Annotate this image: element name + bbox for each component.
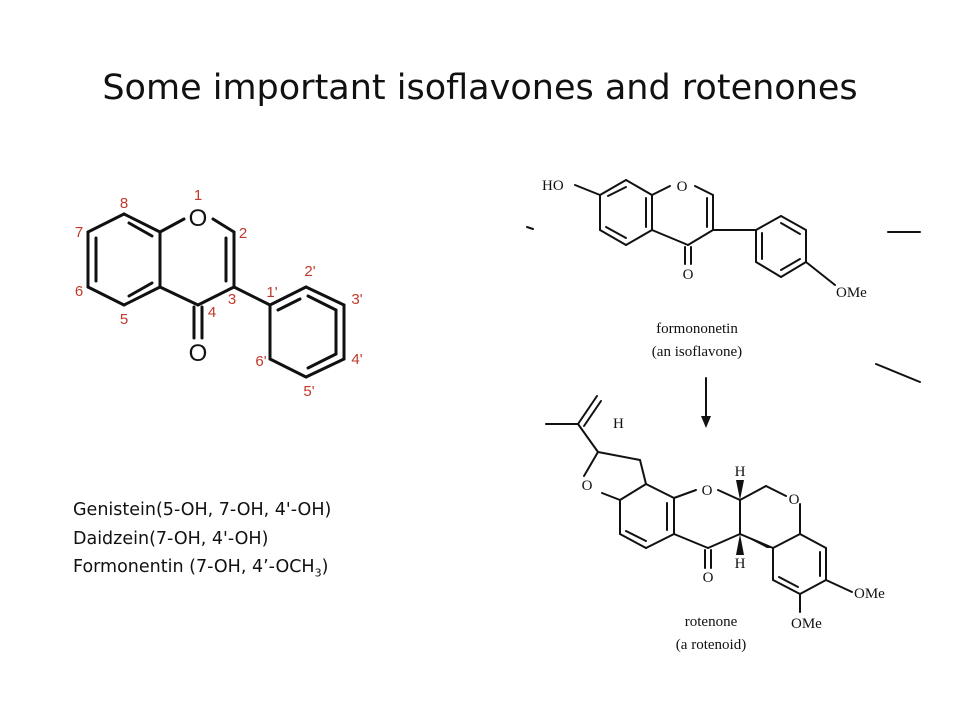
position-number-5: 5 [120, 311, 128, 328]
ring-oxygen-label: O [189, 205, 208, 232]
rotenone-ring-c-oxygen-label: O [789, 492, 800, 508]
position-number-3-prime: 3' [351, 291, 362, 308]
compound-list: Genistein(5-OH, 7-OH, 4'-OH) Daidzein(7-… [73, 496, 513, 588]
position-number-8: 8 [120, 195, 128, 212]
genistein-entry: Genistein(5-OH, 7-OH, 4'-OH) [73, 500, 332, 520]
rotenone-h-label-top: H [613, 416, 624, 432]
formononetin-ome-label: OMe [836, 285, 867, 301]
rotenone-h-label-mid: H [735, 464, 746, 480]
daidzein-entry: Daidzein(7-OH, 4'-OH) [73, 528, 269, 549]
formonentin-close: ) [321, 557, 329, 577]
rotenone-pyran-oxygen-label: O [702, 483, 713, 499]
formononetin-ho-label: HO [542, 178, 564, 194]
position-number-1: 1 [194, 187, 202, 204]
formononetin-caption: formononetin [656, 321, 738, 337]
rotenone-class-caption: (a rotenoid) [676, 637, 746, 653]
rotenone-ome-label-1: OMe [854, 586, 885, 602]
position-number-2: 2 [239, 225, 247, 242]
position-number-1-prime: 1' [266, 284, 277, 301]
rotenone-h-label-low: H [735, 556, 746, 572]
position-number-5-prime: 5' [303, 383, 314, 400]
formonentin-text: Formonentin (7-OH, 4’-OCH [73, 557, 315, 577]
formononetin-carbonyl-oxygen-label: O [683, 267, 694, 283]
carbonyl-oxygen-label: O [189, 340, 208, 367]
position-number-7: 7 [75, 224, 83, 241]
position-number-6: 6 [75, 283, 83, 300]
rotenone-furan-oxygen-label: O [582, 478, 593, 494]
formonentin-entry: Formonentin (7-OH, 4’-OCH3) [73, 553, 513, 588]
position-number-2-prime: 2' [304, 263, 315, 280]
position-number-4: 4 [208, 304, 216, 321]
position-number-3: 3 [228, 291, 236, 308]
rotenone-carbonyl-oxygen-label: O [703, 570, 714, 586]
position-number-6-prime: 6' [255, 353, 266, 370]
position-number-4-prime: 4' [351, 351, 362, 368]
formononetin-ring-oxygen-label: O [677, 179, 688, 195]
rotenone-ome-label-2: OMe [791, 616, 822, 632]
formononetin-class-caption: (an isoflavone) [652, 344, 742, 360]
slide-title: Some important isoflavones and rotenones [102, 68, 858, 108]
rotenone-caption: rotenone [685, 614, 738, 630]
formonentin-subscript: 3 [314, 566, 322, 580]
